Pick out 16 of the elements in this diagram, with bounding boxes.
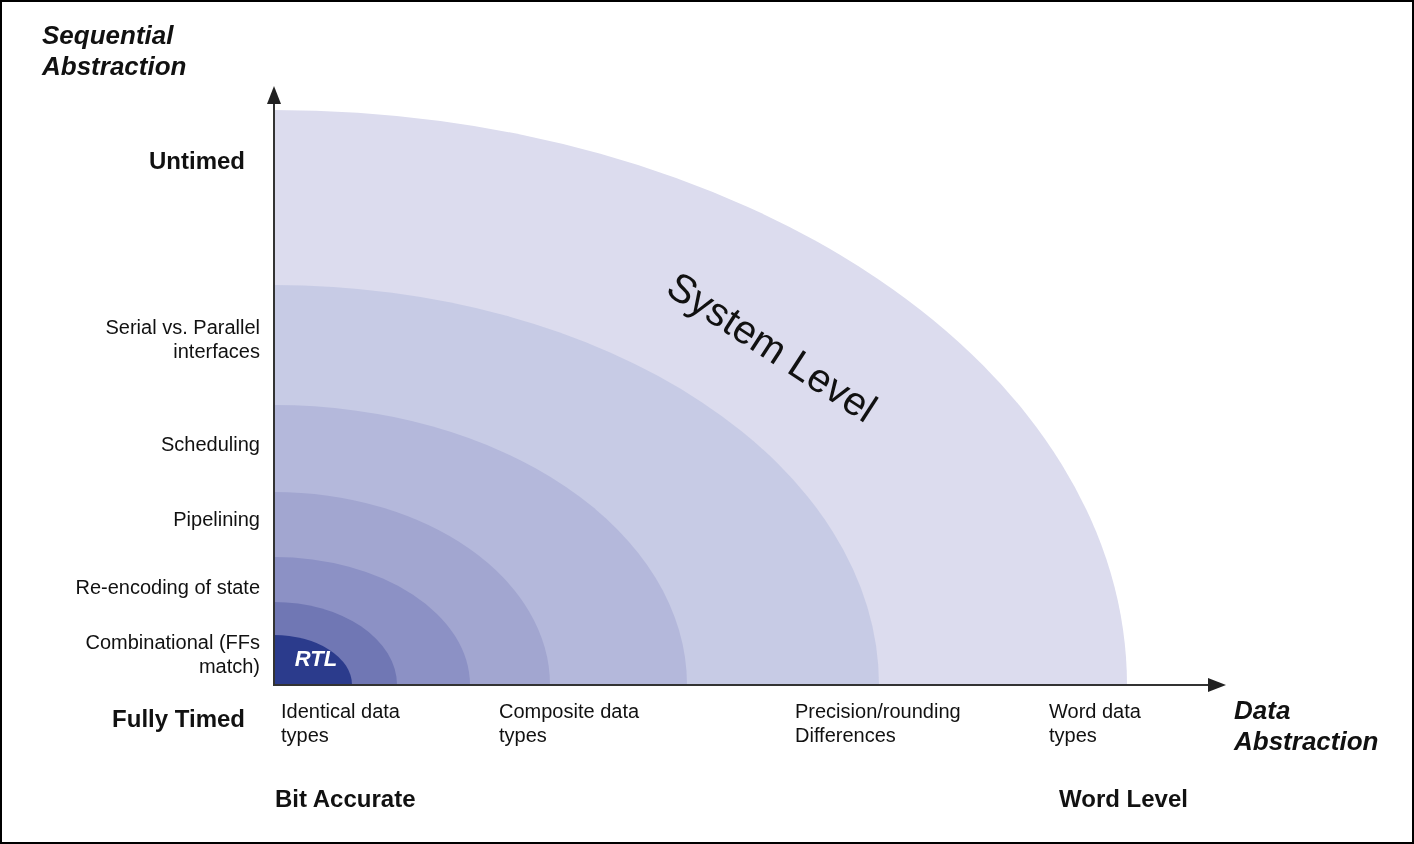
tick-label: Word data types	[1049, 699, 1142, 747]
band-label: RTL	[294, 646, 338, 672]
tick-label: Re-encoding of state	[74, 575, 260, 599]
axis-title: Data Abstraction	[1234, 695, 1380, 758]
tick-label: Identical data types	[281, 699, 401, 747]
tick-label: Pipelining	[172, 507, 260, 531]
tick-label: Composite data types	[499, 699, 641, 747]
tick-label: Scheduling	[160, 432, 260, 456]
tick-label: Combinational (FFs match)	[85, 630, 260, 678]
tick-label: Bit Accurate	[275, 785, 417, 814]
tick-label: Precision/rounding Differences	[795, 699, 962, 747]
tick-label: Untimed	[148, 147, 245, 176]
tick-label: Fully Timed	[111, 705, 245, 734]
axis-title: Sequential Abstraction	[42, 20, 188, 83]
tick-label: Word Level	[1059, 785, 1189, 814]
tick-label: Serial vs. Parallel interfaces	[104, 315, 260, 363]
